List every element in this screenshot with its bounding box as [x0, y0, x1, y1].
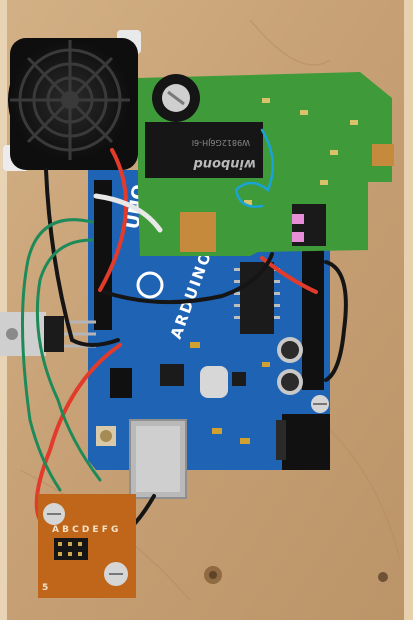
buzzer-speaker: [8, 38, 138, 170]
pin-header: [54, 538, 88, 560]
atmega-chip: [240, 262, 274, 334]
wire-black: [44, 168, 120, 347]
wire-black: [102, 252, 274, 305]
digital-header: [302, 250, 324, 390]
power-header: [94, 180, 112, 330]
usb-interface-chip: [160, 364, 184, 386]
memory-shield-pcb: winbond W9812G6JH-6I: [138, 72, 394, 256]
wire-white: [93, 193, 163, 233]
wire-black: [324, 260, 348, 382]
header-number: 5: [42, 583, 48, 593]
wire-red: [98, 148, 128, 292]
wires: [20, 128, 348, 532]
copper-pad: [372, 144, 394, 166]
screw-hole: [378, 572, 388, 582]
icsp-header: [110, 368, 132, 398]
wire-red: [34, 343, 122, 522]
copper-pad: [180, 212, 216, 252]
arduino-logo: [136, 271, 164, 299]
sdram-chip: [145, 122, 263, 178]
chip-brand-text: winbond: [193, 156, 256, 171]
wire-cyan: [234, 128, 274, 208]
usb-b-connector: [129, 419, 187, 499]
wire-green: [20, 218, 94, 492]
chip-code-text: W9812G6JH-6I: [192, 138, 250, 147]
perfboard-header: A B C D E F G 5: [38, 494, 136, 598]
power-jack: [282, 414, 330, 470]
board-edge-left: [0, 0, 7, 620]
board-edge-right: [404, 0, 413, 620]
crystal-oscillator: [200, 366, 228, 398]
header-letters: A B C D E F G: [52, 525, 118, 535]
wire-green: [35, 238, 102, 482]
